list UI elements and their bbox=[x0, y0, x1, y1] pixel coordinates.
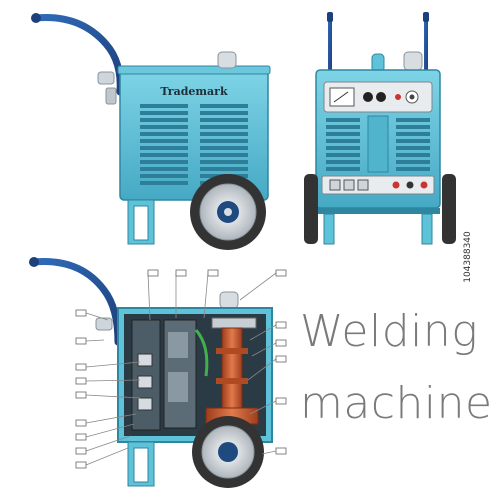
callout-box bbox=[275, 321, 287, 329]
callout-box bbox=[75, 461, 87, 469]
wheel-icon bbox=[190, 174, 266, 250]
callout-box bbox=[147, 269, 159, 277]
callout-box bbox=[75, 377, 87, 385]
callout-box bbox=[75, 337, 87, 345]
brand-plate: Trademark bbox=[160, 85, 228, 98]
socket-icon bbox=[329, 179, 341, 191]
callout-box bbox=[75, 433, 87, 441]
gauge-icon bbox=[329, 87, 355, 107]
transformer bbox=[205, 317, 259, 425]
brand-label: Trademark bbox=[160, 85, 228, 98]
title-line-1: Welding bbox=[300, 306, 479, 357]
front-wheel-left bbox=[304, 174, 318, 244]
cutaway-view bbox=[29, 257, 287, 488]
callout-box bbox=[75, 363, 87, 371]
callout-box bbox=[175, 269, 187, 277]
callout-box bbox=[275, 447, 287, 455]
callout-box bbox=[275, 355, 287, 363]
front-vent bbox=[326, 115, 430, 173]
callout-box bbox=[75, 391, 87, 399]
callout-box bbox=[207, 269, 219, 277]
side-view: Trademark bbox=[31, 13, 271, 250]
knob-icon bbox=[363, 92, 373, 102]
callout-box bbox=[75, 419, 87, 427]
callouts bbox=[75, 269, 287, 469]
front-view bbox=[304, 12, 456, 245]
callout-box bbox=[275, 397, 287, 405]
callout-box bbox=[275, 339, 287, 347]
front-wheel-right bbox=[442, 174, 456, 244]
stock-id: 104388340 bbox=[462, 231, 473, 283]
callout-box bbox=[75, 309, 87, 317]
callout-box bbox=[75, 447, 87, 455]
callout-box bbox=[275, 269, 287, 277]
cutaway-wheel bbox=[192, 416, 264, 488]
title-line-2: machine bbox=[300, 378, 493, 429]
